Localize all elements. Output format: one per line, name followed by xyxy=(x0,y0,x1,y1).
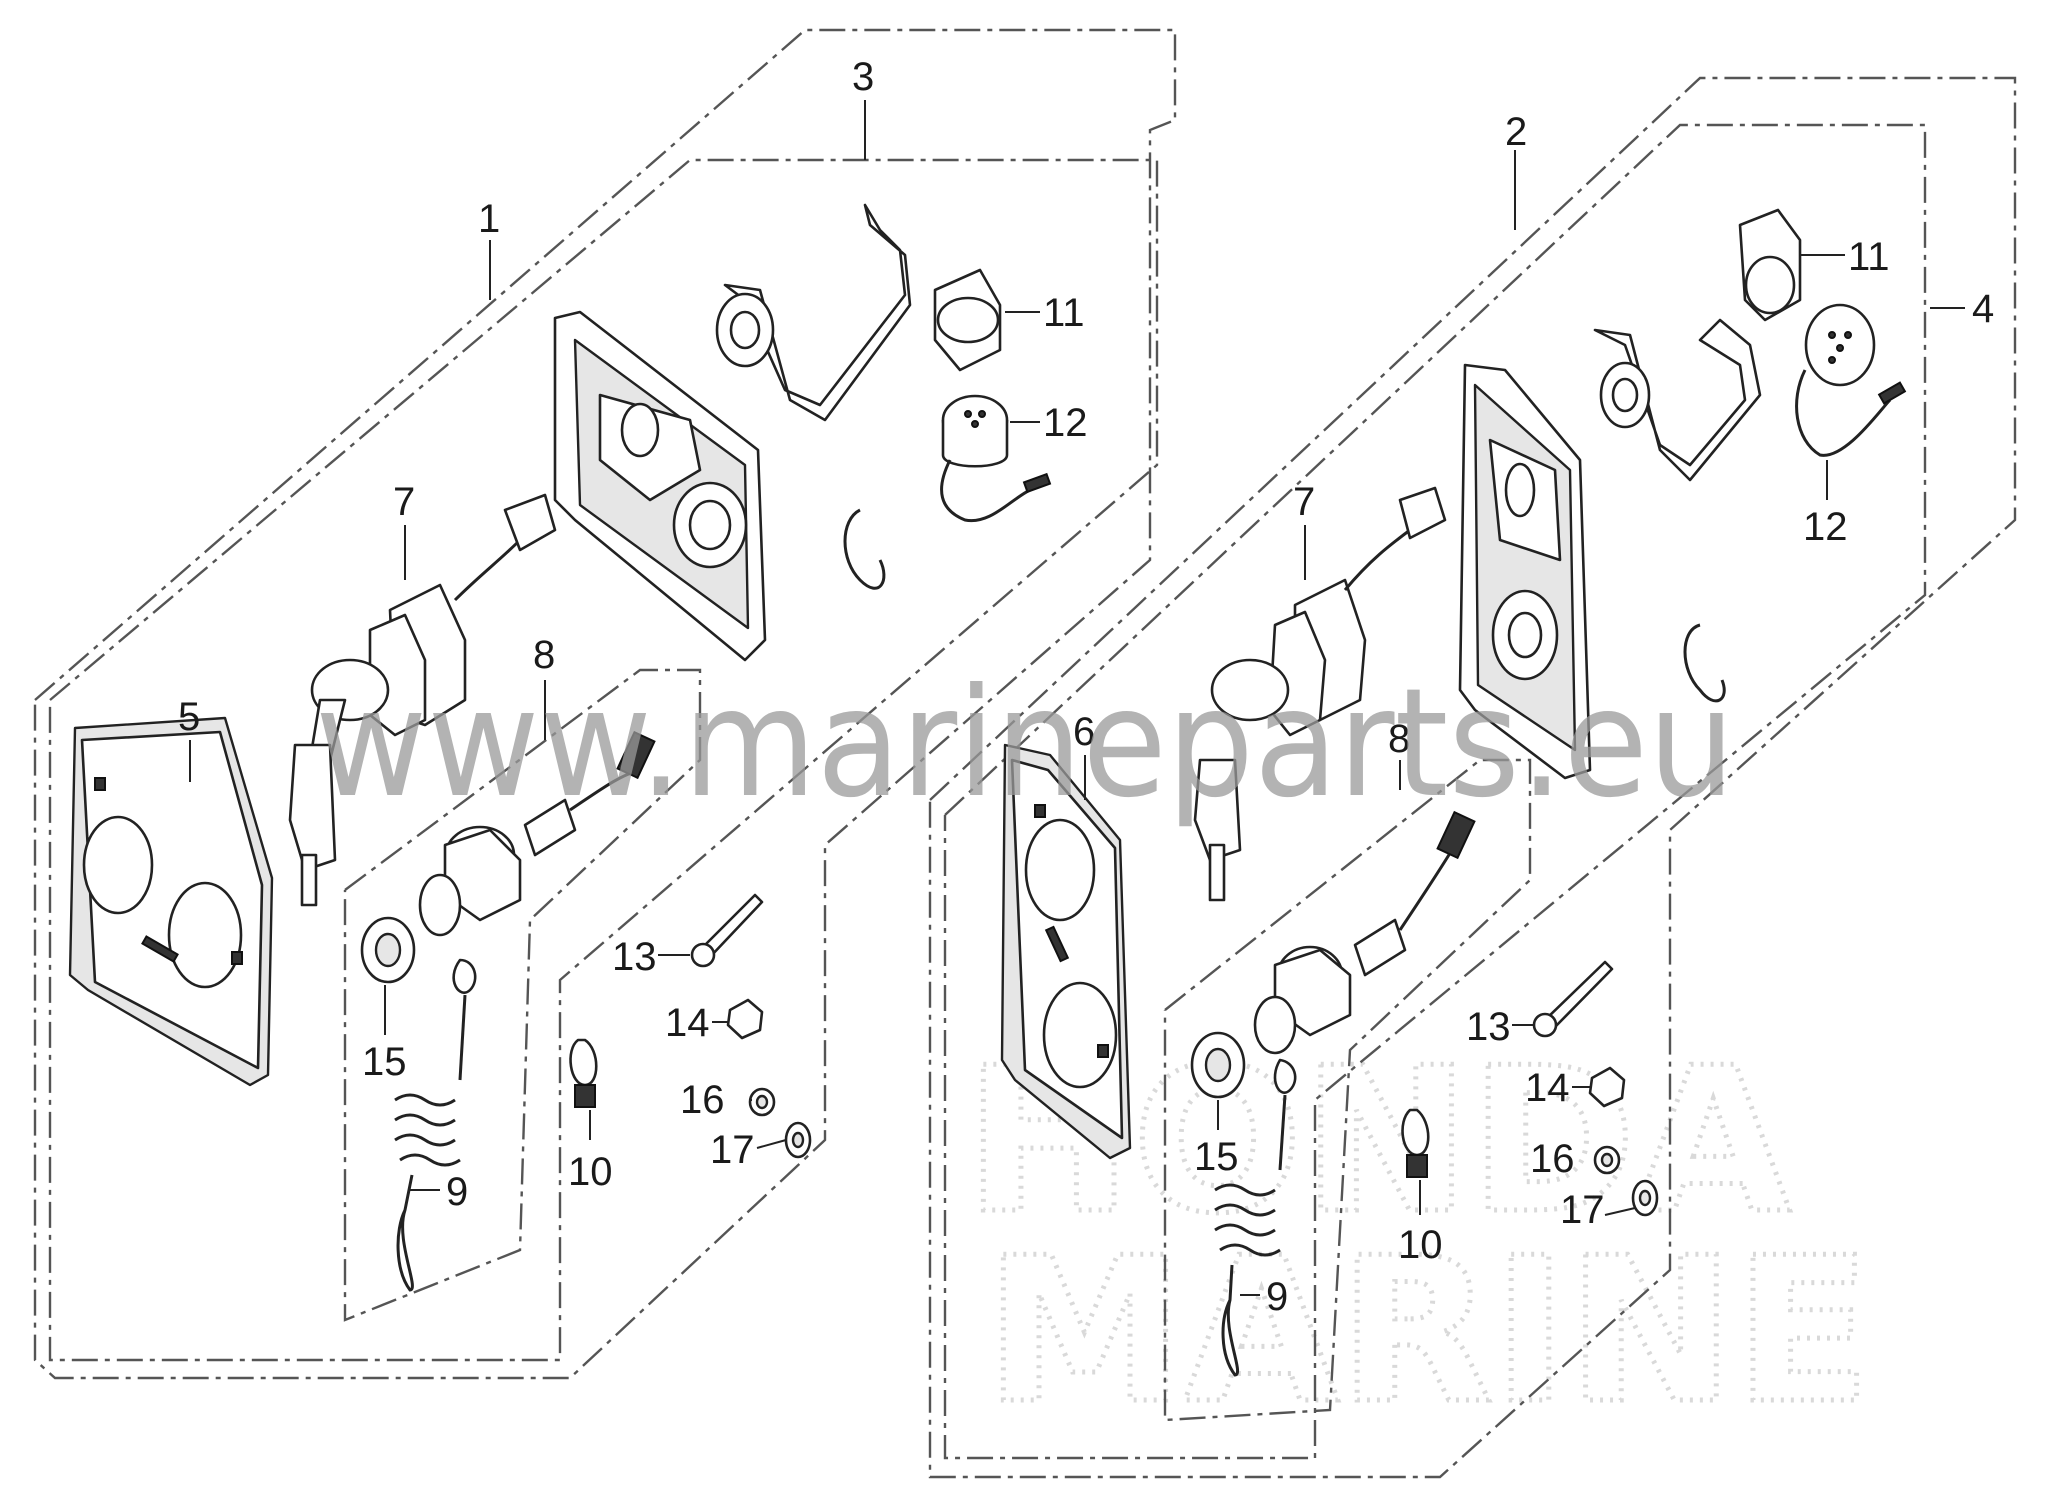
callout-9-left: 9 xyxy=(446,1170,468,1214)
switch-panel-horizontal xyxy=(68,716,274,1087)
ignition-key-switch xyxy=(288,493,557,907)
group-frame-right-sub-8 xyxy=(1163,758,1532,1422)
callout-5: 5 xyxy=(178,695,200,739)
callout-2: 2 xyxy=(1505,110,1527,154)
lock-nut-left xyxy=(360,916,416,984)
callout-10-right: 10 xyxy=(1398,1223,1443,1267)
callout-8-left: 8 xyxy=(533,633,555,677)
mounting-plate-right xyxy=(1458,363,1592,780)
callout-1: 1 xyxy=(478,197,500,241)
callout-labels: 1 2 3 4 5 6 7 7 8 8 9 9 10 10 11 11 12 1… xyxy=(178,55,1994,1319)
callout-13-left: 13 xyxy=(612,935,657,979)
callout-16-left: 16 xyxy=(680,1078,725,1122)
wire-clip-right xyxy=(1683,623,1726,703)
callout-7-left: 7 xyxy=(393,480,415,524)
callout-3: 3 xyxy=(852,55,874,99)
group-frame-left-sub-8 xyxy=(343,668,702,1322)
lanyard-cord-left xyxy=(394,958,477,1292)
callout-12-right: 12 xyxy=(1803,505,1848,549)
callout-17-right: 17 xyxy=(1560,1188,1605,1232)
mounting-plate-left xyxy=(553,310,767,662)
group-frame-right-outer xyxy=(928,76,2017,1479)
group-frame-left-inner xyxy=(48,158,1159,1362)
buzzer-left xyxy=(940,394,1052,523)
lanyard-cord-right xyxy=(1214,1058,1297,1377)
emergency-stop-switch-right xyxy=(1253,810,1476,1055)
callout-11-right: 11 xyxy=(1848,235,1890,279)
hex-nut-left xyxy=(726,998,764,1040)
callout-6: 6 xyxy=(1073,710,1095,754)
callout-7-right: 7 xyxy=(1293,480,1315,524)
group-frame-left-outer xyxy=(33,28,1177,1380)
buzzer-right xyxy=(1795,303,1907,457)
lock-nut-right xyxy=(1190,1031,1246,1099)
brand-ghost-marine: MARINE xyxy=(985,1215,1871,1448)
callout-14-right: 14 xyxy=(1525,1066,1570,1110)
cable-clamp-right xyxy=(1738,208,1802,322)
callout-13-right: 13 xyxy=(1466,1005,1511,1049)
spring-washer-right xyxy=(1631,1179,1659,1217)
screw-right xyxy=(1532,960,1614,1038)
lanyard-clip-right xyxy=(1401,1108,1430,1178)
callout-17-left: 17 xyxy=(710,1128,755,1172)
emergency-stop-switch-left xyxy=(418,730,656,937)
callout-9-right: 9 xyxy=(1266,1275,1288,1319)
bracket-left xyxy=(715,203,912,422)
leader-lines xyxy=(189,100,1965,1296)
callout-4: 4 xyxy=(1972,287,1994,331)
callout-15-left: 15 xyxy=(362,1040,407,1084)
washer-right xyxy=(1593,1145,1621,1175)
screw-left xyxy=(690,893,764,968)
callout-15-right: 15 xyxy=(1194,1135,1239,1179)
ignition-key-switch-right xyxy=(1193,486,1447,902)
watermark-text: www.marineparts.eu xyxy=(315,657,1735,831)
washer-left xyxy=(748,1087,776,1117)
callout-12-left: 12 xyxy=(1043,401,1088,445)
spring-washer-left xyxy=(784,1121,812,1159)
lanyard-clip-left xyxy=(569,1038,598,1108)
cable-clamp-left xyxy=(933,268,1002,372)
wire-clip-left xyxy=(843,508,886,590)
hex-nut-right xyxy=(1588,1066,1626,1108)
callout-10-left: 10 xyxy=(568,1150,613,1194)
callout-8-right: 8 xyxy=(1388,717,1410,761)
group-frame-right-inner xyxy=(943,123,1927,1460)
switch-panel-vertical xyxy=(1000,743,1132,1160)
callout-11-left: 11 xyxy=(1043,291,1085,335)
callout-14-left: 14 xyxy=(665,1001,710,1045)
bracket-right xyxy=(1593,318,1762,482)
callout-16-right: 16 xyxy=(1530,1137,1575,1181)
